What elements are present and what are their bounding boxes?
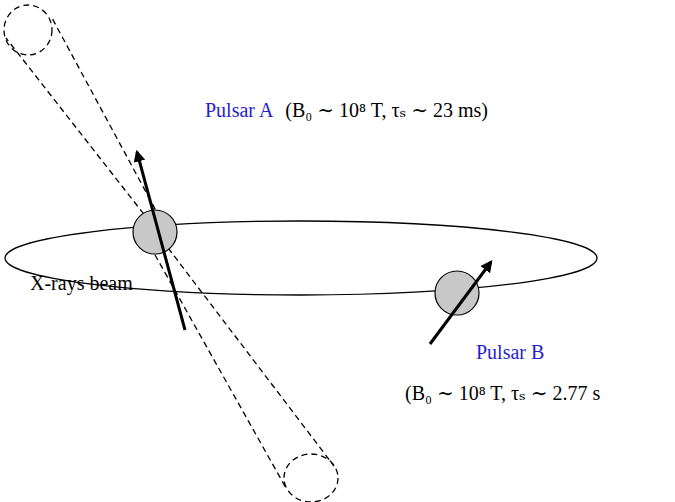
label-holder: (B₀ ∼ 10⁸ T, τₛ ∼ 23 ms) bbox=[285, 98, 488, 122]
beam-end-circle bbox=[284, 454, 338, 502]
pulsar-name: Pulsar A bbox=[205, 98, 273, 122]
beam-end-circle bbox=[4, 5, 52, 55]
pulsar-a-axis-arrow bbox=[137, 152, 185, 330]
label-holder: Pulsar B bbox=[476, 340, 544, 364]
pulsar-name: Pulsar B bbox=[476, 340, 544, 364]
beam-edge bbox=[162, 240, 334, 466]
label-holder: X-rays beam bbox=[30, 271, 133, 295]
x-ray-beam-cone bbox=[4, 5, 338, 502]
beam-edge bbox=[150, 246, 286, 488]
pulsar-parameters: (B₀ ∼ 10⁸ T, τₛ ∼ 23 ms) bbox=[285, 98, 488, 122]
pulsar-parameters: (B₀ ∼ 10⁸ T, τₛ ∼ 2.77 s bbox=[405, 381, 600, 405]
label-holder: Pulsar A bbox=[205, 98, 273, 122]
beam-label: X-rays beam bbox=[30, 271, 133, 295]
label-holder: (B₀ ∼ 10⁸ T, τₛ ∼ 2.77 s bbox=[405, 381, 600, 405]
orbit-ellipse bbox=[5, 221, 597, 295]
beam-edge bbox=[52, 18, 160, 218]
pulsar-b-axis-arrow bbox=[430, 262, 491, 344]
